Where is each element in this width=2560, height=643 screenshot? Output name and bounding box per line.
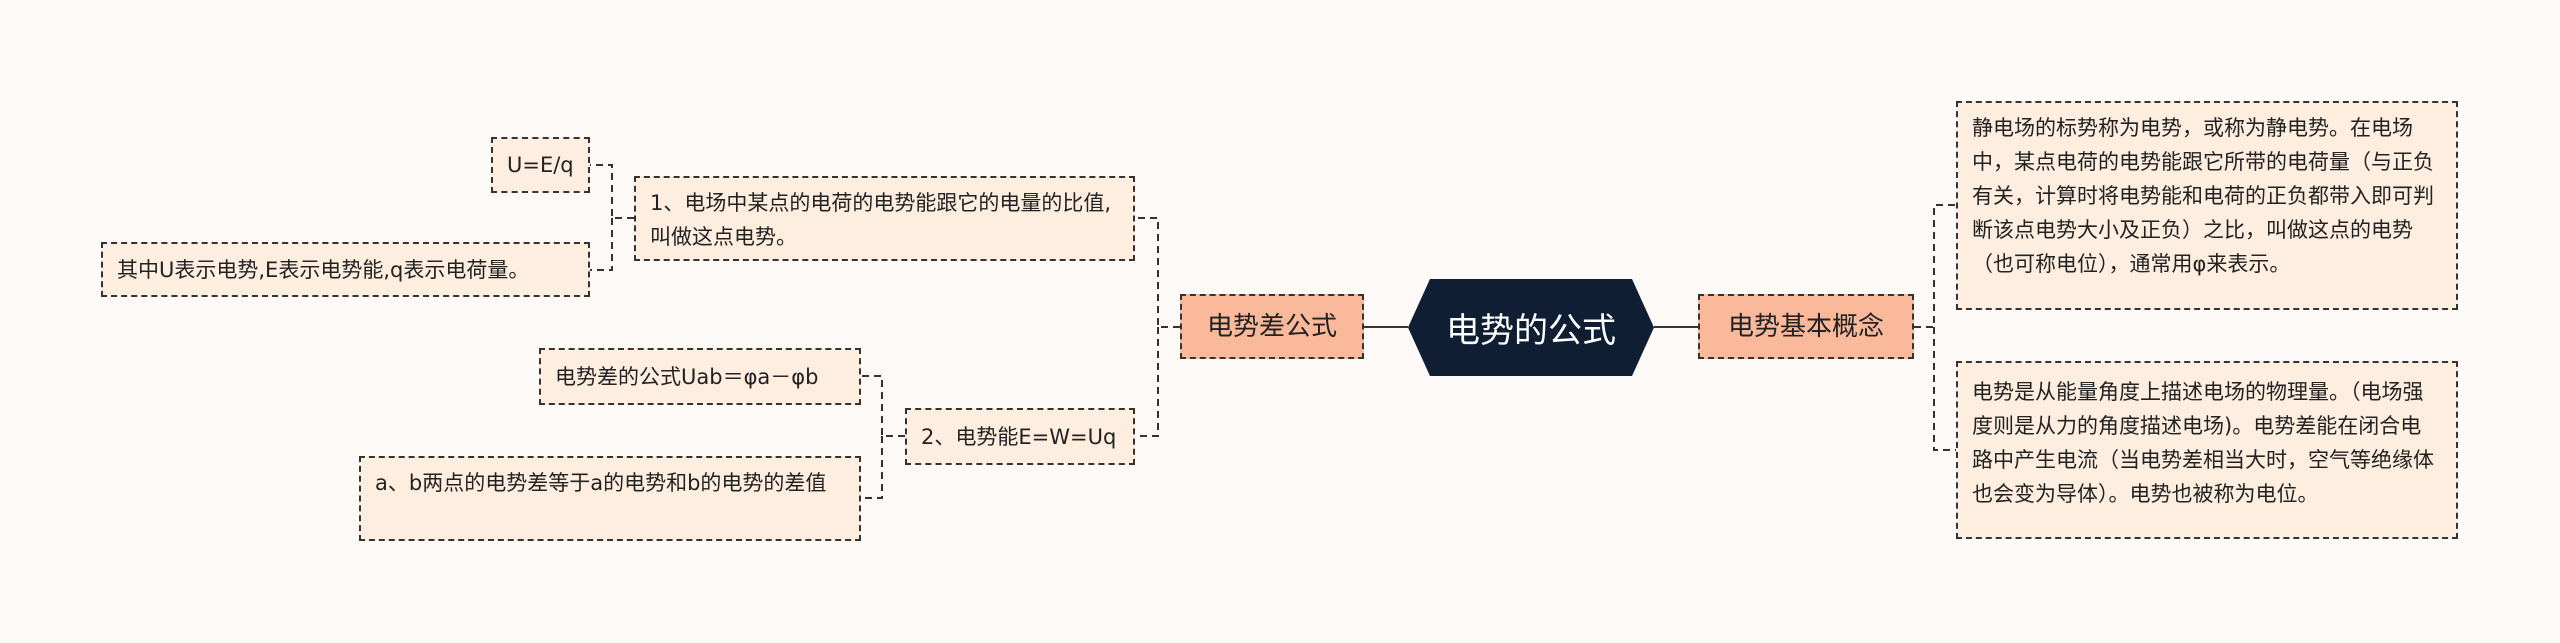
root-node[interactable]: 电势的公式 xyxy=(1408,279,1654,376)
node-text: 其中U表示电势,E表示电势能,q表示电荷量。 xyxy=(117,257,530,282)
branch-basic-concept[interactable]: 电势基本概念 xyxy=(1698,294,1914,359)
uab-formula-node[interactable]: 电势差的公式Uab＝φa－φb xyxy=(539,348,861,405)
node-text: U=E/q xyxy=(507,153,574,177)
branch-label: 电势差公式 xyxy=(1206,311,1337,342)
node-text: 静电场的标势称为电势，或称为静电势。在电场中，某点电荷的电势能跟它所带的电荷量（… xyxy=(1972,116,2434,276)
branch-potential-difference-formula[interactable]: 电势差公式 xyxy=(1180,294,1364,359)
hexagon-shape xyxy=(1408,279,1654,376)
formula-u-e-q-node[interactable]: U=E/q xyxy=(491,137,590,193)
root-label: 电势的公式 xyxy=(1446,311,1616,351)
formula-1-node[interactable]: 1、电场中某点的电荷的电势能跟它的电量的比值,叫做这点电势。 xyxy=(634,176,1135,261)
node-text: 1、电场中某点的电荷的电势能跟它的电量的比值,叫做这点电势。 xyxy=(650,191,1112,249)
node-text: 2、电势能E=W=Uq xyxy=(921,424,1117,449)
node-text: 电势差的公式Uab＝φa－φb xyxy=(555,364,819,389)
ab-difference-node[interactable]: a、b两点的电势差等于a的电势和b的电势的差值 xyxy=(359,456,861,541)
concept-definition-node[interactable]: 静电场的标势称为电势，或称为静电势。在电场中，某点电荷的电势能跟它所带的电荷量（… xyxy=(1956,101,2458,310)
node-text: 电势是从能量角度上描述电场的物理量。（电场强度则是从力的角度描述电场)。电势差能… xyxy=(1972,380,2434,506)
formula-explanation-node[interactable]: 其中U表示电势,E表示电势能,q表示电荷量。 xyxy=(101,242,590,297)
formula-2-node[interactable]: 2、电势能E=W=Uq xyxy=(905,408,1135,465)
node-text: a、b两点的电势差等于a的电势和b的电势的差值 xyxy=(375,471,827,495)
branch-label: 电势基本概念 xyxy=(1727,311,1884,342)
concept-description-node[interactable]: 电势是从能量角度上描述电场的物理量。（电场强度则是从力的角度描述电场)。电势差能… xyxy=(1956,361,2458,539)
